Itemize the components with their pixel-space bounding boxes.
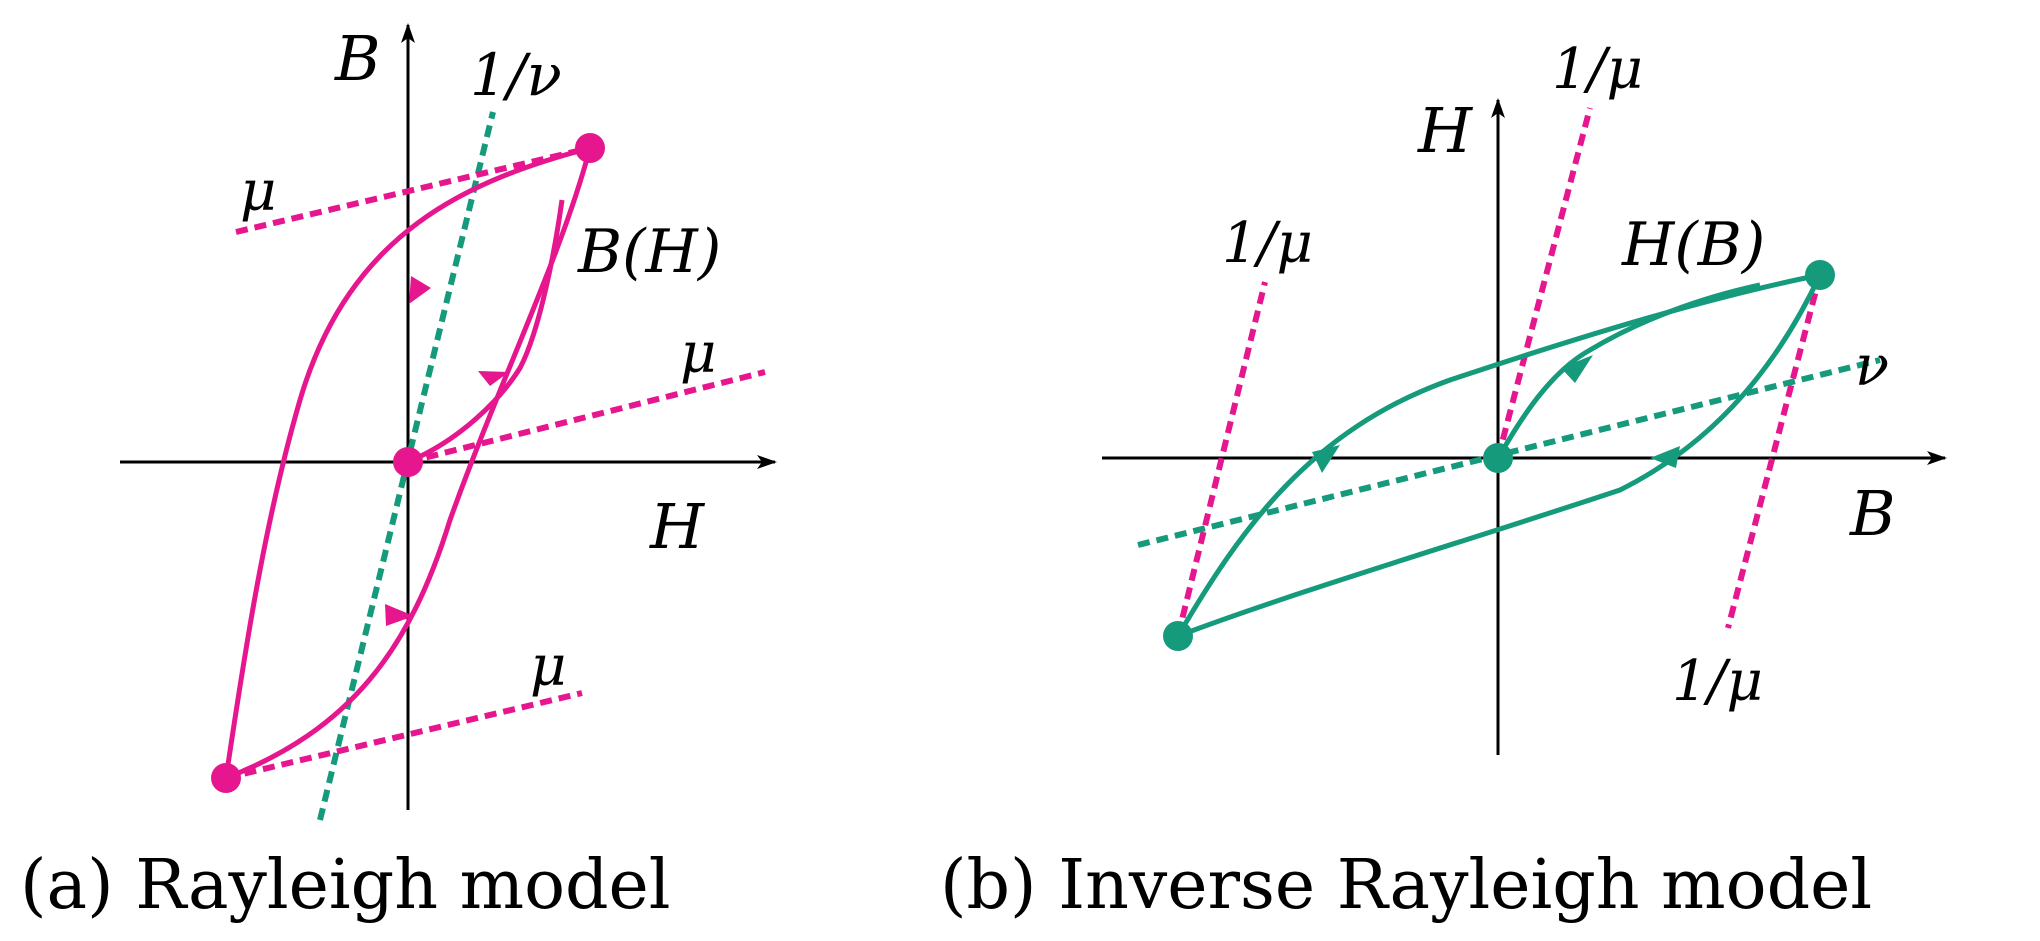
panel-b-slope-line-top [1495,107,1593,459]
panel-a-slope-line-mid [407,369,766,465]
panel-a-arrow-down [409,276,431,304]
panel-b-origin-point [1483,443,1513,473]
panel-b-tip-right [1805,260,1835,290]
panel-b-arrow-left [1312,445,1340,473]
panel-b-slope-label-top: 1/μ [1552,37,1643,102]
panel-a: B H 1/ν B(H) μ μ μ (a) Rayleigh model [20,22,777,925]
panel-b-initial-curve [1495,282,1761,460]
panel-b-tip-left [1163,621,1193,651]
panel-a-descending-branch [223,145,591,779]
panel-b-curve-label: H(B) [1621,210,1765,280]
panel-a-curve-label: B(H) [577,217,721,287]
panel-b-arrow-right-lower [1650,446,1680,468]
panel-b: H B H(B) ν 1/μ 1/μ 1/μ (b) Inverse Rayle… [940,37,1947,925]
panel-b-upper-branch [1175,272,1821,638]
panel-b-slope-label-right: 1/μ [1672,649,1763,714]
panel-a-slope-line-bottom [225,690,583,781]
panel-b-caption: (b) Inverse Rayleigh model [940,846,1872,925]
panel-b-arrow-initial [1561,355,1593,383]
panel-b-reluctivity-label: ν [1855,334,1889,399]
panel-a-initial-curve [407,199,565,465]
panel-a-b-axis-label: B [334,22,381,95]
panel-a-reluctivity-label: 1/ν [470,41,562,109]
panel-a-slope-label-top: μ [240,159,276,224]
panel-a-arrow-up-initial [478,371,509,386]
panel-b-b-axis-label: B [1849,477,1896,550]
panel-a-origin-point [393,447,423,477]
panel-b-slope-line-left [1175,281,1268,637]
panel-a-tip-bottom [211,763,241,793]
panel-a-arrow-up-lower [385,604,414,626]
panel-a-slope-line-top [235,145,591,235]
panel-a-slope-label-mid: μ [680,321,716,386]
panel-b-h-axis-label: H [1417,94,1474,167]
panel-a-h-axis-label: H [649,490,706,563]
panel-b-lower-branch [1177,273,1823,639]
panel-b-slope-line-right [1725,274,1823,629]
panel-a-caption: (a) Rayleigh model [20,846,671,925]
panel-b-slope-label-left: 1/μ [1222,211,1313,276]
panel-a-slope-label-bottom: μ [530,634,566,699]
panel-a-tip-top [575,133,605,163]
